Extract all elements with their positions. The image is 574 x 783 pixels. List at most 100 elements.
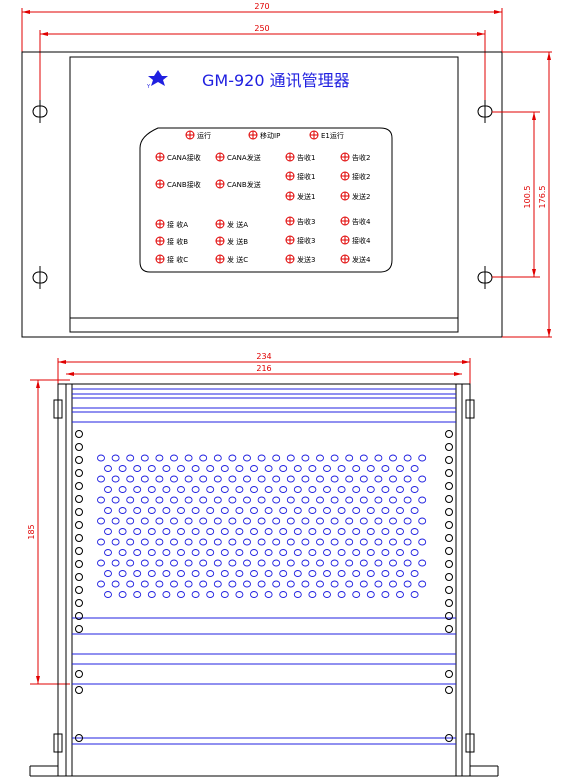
right-flange [461,383,471,777]
vent-hole [403,580,412,588]
vent-hole [126,559,135,567]
vent-hole [301,496,310,504]
led-port-2-0-label: 接 收C [167,255,188,264]
dim-inner-width-label: 216 [256,364,271,373]
vent-hole [177,486,185,493]
vent-hole [337,549,346,556]
vent-hole [279,507,288,514]
side-hole [445,456,453,464]
vent-hole [352,570,361,577]
vent-hole [352,486,361,493]
led-top-1: 移动IP [248,130,280,140]
led-ch-4-0-label: 接收3 [297,236,315,245]
side-hole [445,686,453,694]
vent-hole [418,517,427,525]
side-hole [75,612,83,620]
led-top-2: E1运行 [309,130,344,140]
vent-hole [104,549,112,556]
side-hole [445,430,453,438]
vent-hole [206,549,215,556]
vent-hole [279,465,288,472]
vent-hole [352,465,361,472]
vent-hole [147,549,156,556]
side-hole [75,508,83,516]
vent-hole [199,517,208,525]
led-ch-3-1: 告收4 [340,216,371,226]
vent-hole [316,559,324,567]
vent-hole [403,454,412,462]
vent-hole [293,528,302,535]
vent-hole [213,454,222,462]
led-ch-5-1-label: 发送4 [352,255,371,264]
vent-hole [345,475,354,483]
vent-hole [243,559,251,567]
led-ch-4-0: 接收3 [285,235,315,245]
dim-outer-width-label: 234 [256,352,271,361]
dim-mount-spacing: 250 [39,24,486,110]
vent-hole [352,507,361,514]
vent-hole [220,465,229,472]
led-can-1-1-label: CANB发送 [227,180,261,189]
side-hole [445,734,453,742]
vent-hole [272,559,281,567]
vent-hole [250,591,258,598]
vent-hole [301,559,310,567]
vent-hole [396,528,404,535]
vent-hole [126,538,135,546]
vent-hole [235,591,244,598]
vent-hole [250,486,258,493]
vent-hole [220,591,229,598]
vent-hole [206,591,215,598]
vent-hole [235,486,244,493]
vent-hole [104,486,112,493]
vent-hole [111,538,120,546]
vent-hole [286,580,295,588]
led-port-2-1-label: 发 送C [227,255,248,264]
vent-hole [396,465,404,472]
vent-hole [243,496,251,504]
vent-hole [286,517,295,525]
vent-hole [418,454,427,462]
led-can-1-0-label: CANB接收 [167,180,201,189]
vent-hole [257,517,266,525]
side-hole-columns [75,430,453,742]
vent-hole [235,570,244,577]
chassis-body [65,383,463,777]
vent-hole [213,517,222,525]
vent-hole [366,486,375,493]
led-can-0-0: CANA接收 [155,152,201,162]
vent-hole [323,591,331,598]
vent-hole [330,538,339,546]
vent-hole [374,454,383,462]
vent-hole [250,570,258,577]
vent-hole [264,549,273,556]
vent-hole [403,559,412,567]
vent-hole [272,580,281,588]
led-can-0-0-label: CANA接收 [167,153,201,162]
vent-hole [330,517,339,525]
vent-hole [381,486,390,493]
vent-hole [250,507,258,514]
led-port-0-0: 接 收A [155,219,188,229]
vent-hole [279,570,288,577]
vent-hole [133,528,142,535]
vent-hole [257,580,266,588]
vent-hole [228,580,237,588]
vent-hole [206,528,215,535]
side-hole [75,521,83,529]
vent-hole [184,496,193,504]
vent-hole [264,570,273,577]
led-ch-2-0-label: 发送1 [297,192,315,201]
vent-hole [155,559,164,567]
vent-hole [389,517,397,525]
vent-hole [410,465,419,472]
vent-hole [140,580,149,588]
dim-outer-width: 234 [57,352,471,412]
vent-hole [293,486,302,493]
led-ch-4-1: 接收4 [340,235,371,245]
dim-depth: 185 [27,379,70,685]
led-top-2-label: E1运行 [321,131,344,140]
led-can-0-1-label: CANA发送 [227,153,261,162]
vent-hole [97,496,105,504]
